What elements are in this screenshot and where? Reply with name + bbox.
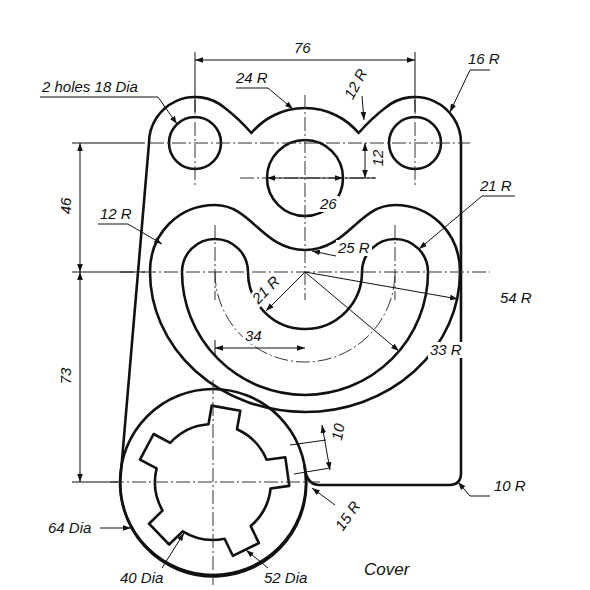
dimension-label: 76 [292,40,313,56]
dimension-label: 12 [370,148,386,169]
centre-lines [110,95,490,585]
dimension-label: 24 R [234,70,270,86]
dimension-label: 12 R [340,64,371,103]
dimension-label: 34 [243,328,264,344]
dimension-label: 2 holes 18 Dia [40,79,140,95]
dimension-label: 21 R [248,272,285,309]
dimension-label: 73 [58,366,74,387]
dimension-label: 52 Dia [262,570,309,586]
dimension-label: 10 R [492,478,528,494]
dimension-label: 10 [329,420,348,443]
dimension-label: 26 [318,196,339,212]
part-outline [120,97,461,576]
dimension-label: 64 Dia [46,520,93,536]
dimension-label: 15 R [331,497,365,535]
dimension-label: 21 R [478,178,514,194]
dimension-label: 33 R [428,342,464,358]
leader-lines [40,70,515,568]
part-caption: Cover [362,562,411,578]
dimension-label: 12 R [98,206,134,222]
dimension-label: 25 R [336,240,372,256]
dimension-lines [72,52,415,482]
dimension-label: 16 R [466,51,502,67]
dimension-label: 40 Dia [118,570,165,586]
dimension-label: 54 R [498,290,534,306]
dimension-label: 46 [58,196,74,217]
